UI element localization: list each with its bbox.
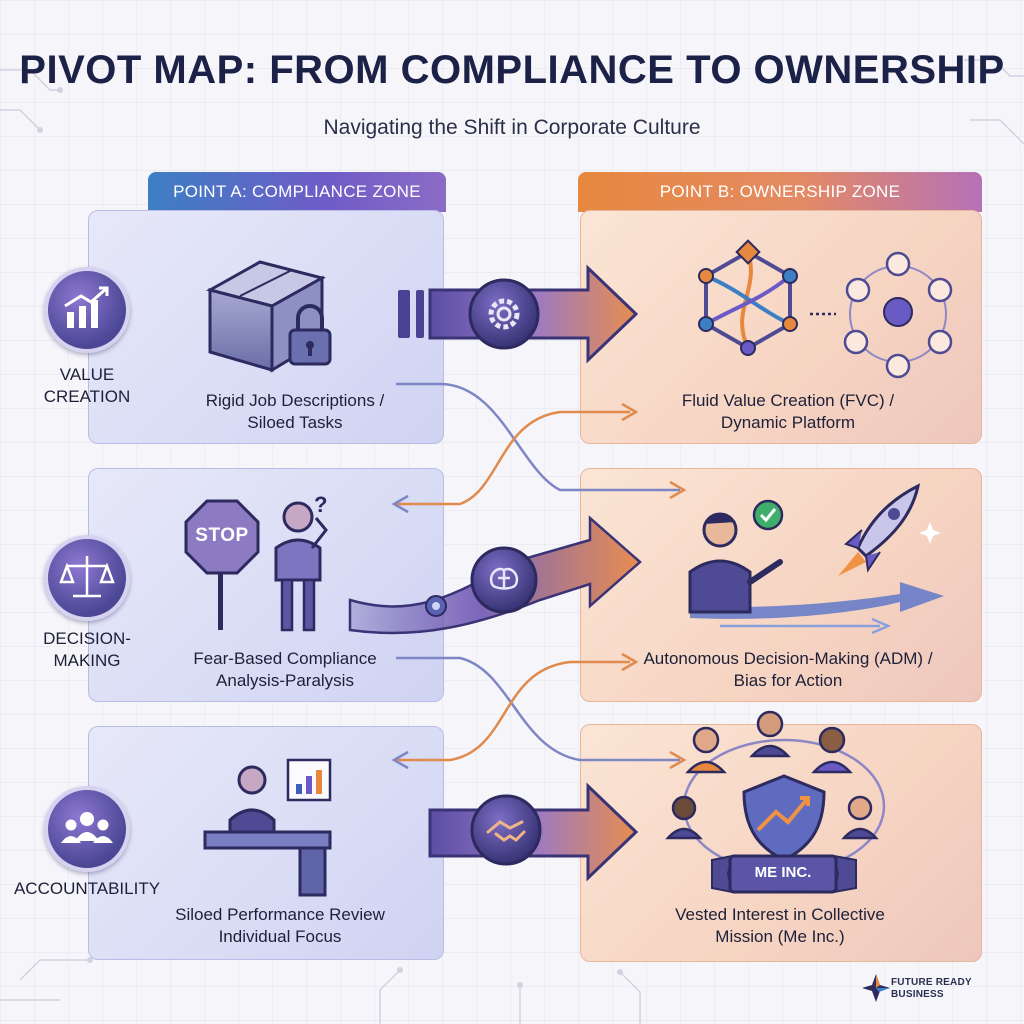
caption-line: Fluid Value Creation (FVC) / bbox=[681, 391, 895, 410]
gear-icon bbox=[488, 298, 520, 330]
people-hub-icon bbox=[843, 251, 953, 379]
ownership-caption-accountability: Vested Interest in Collective Mission (M… bbox=[600, 904, 960, 948]
svg-text:?: ? bbox=[314, 492, 327, 517]
stop-sign-icon bbox=[184, 499, 260, 630]
row-label-line: ACCOUNTABILITY bbox=[13, 879, 161, 898]
compliance-caption-accountability: Siloed Performance Review Individual Foc… bbox=[135, 904, 425, 948]
row-label-line: MAKING bbox=[53, 651, 121, 670]
confused-person-icon: ? bbox=[274, 492, 328, 632]
rocket-icon bbox=[838, 483, 941, 576]
row-label-line: VALUE bbox=[59, 365, 115, 384]
row-label-value-creation: VALUE CREATION bbox=[12, 364, 162, 408]
zone-a-header: POINT A: COMPLIANCE ZONE bbox=[148, 172, 446, 212]
caption-line: Rigid Job Descriptions / bbox=[205, 391, 385, 410]
zone-b-title: POINT B: OWNERSHIP ZONE bbox=[659, 182, 901, 201]
compliance-caption-decision-making: Fear-Based Compliance Analysis-Paralysis bbox=[140, 648, 430, 692]
row-label-decision-making: DECISION- MAKING bbox=[12, 628, 162, 672]
page-title: PIVOT MAP: FROM COMPLIANCE TO OWNERSHIP bbox=[19, 48, 1005, 92]
caption-line: Individual Focus bbox=[218, 927, 342, 946]
desk-person-icon bbox=[203, 765, 332, 897]
ownership-panel-decision-making bbox=[580, 468, 982, 702]
caption-line: Siloed Performance Review bbox=[175, 905, 385, 924]
row-label-accountability: ACCOUNTABILITY bbox=[12, 878, 162, 900]
stop-sign-text: STOP bbox=[195, 525, 249, 546]
bar-chart-card-icon bbox=[286, 758, 332, 802]
caption-line: Vested Interest in Collective bbox=[675, 905, 885, 924]
locked-box-icon bbox=[206, 260, 332, 373]
team-circle-icon bbox=[665, 710, 886, 874]
caption-line: Siloed Tasks bbox=[247, 413, 343, 432]
logo-line: BUSINESS bbox=[891, 989, 944, 1000]
brand-logo-text: FUTURE READY BUSINESS bbox=[891, 977, 972, 1001]
row-label-line: CREATION bbox=[43, 387, 131, 406]
compliance-caption-value-creation: Rigid Job Descriptions / Siloed Tasks bbox=[150, 390, 440, 434]
me-inc-ribbon bbox=[711, 854, 857, 894]
compliance-panel-decision-making bbox=[88, 468, 444, 702]
network-hexagon-icon bbox=[698, 239, 836, 356]
caption-line: Bias for Action bbox=[733, 671, 843, 690]
brain-icon bbox=[489, 567, 519, 590]
zone-b-header: POINT B: OWNERSHIP ZONE bbox=[578, 172, 982, 212]
caption-line: Mission (Me Inc.) bbox=[715, 927, 845, 946]
caption-line: Fear-Based Compliance bbox=[193, 649, 377, 668]
confident-person-icon bbox=[688, 499, 784, 614]
accountability-arrow bbox=[428, 782, 639, 882]
ownership-caption-decision-making: Autonomous Decision-Making (ADM) / Bias … bbox=[608, 648, 968, 692]
decision-making-arrow bbox=[348, 515, 944, 635]
compass-logo-icon bbox=[862, 974, 890, 1002]
cross-connectors bbox=[391, 382, 687, 770]
row-label-line: DECISION- bbox=[43, 629, 131, 648]
ownership-caption-value-creation: Fluid Value Creation (FVC) / Dynamic Pla… bbox=[608, 390, 968, 434]
page-subtitle: Navigating the Shift in Corporate Cultur… bbox=[323, 116, 701, 139]
zone-a-title: POINT A: COMPLIANCE ZONE bbox=[173, 182, 421, 201]
caption-line: Dynamic Platform bbox=[720, 413, 856, 432]
handshake-icon bbox=[486, 820, 526, 842]
caption-line: Autonomous Decision-Making (ADM) / bbox=[643, 649, 933, 668]
caption-line: Analysis-Paralysis bbox=[216, 671, 354, 690]
value-creation-arrow bbox=[398, 264, 639, 364]
me-inc-badge-text: ME INC. bbox=[754, 864, 812, 881]
logo-line: FUTURE READY bbox=[891, 977, 972, 988]
